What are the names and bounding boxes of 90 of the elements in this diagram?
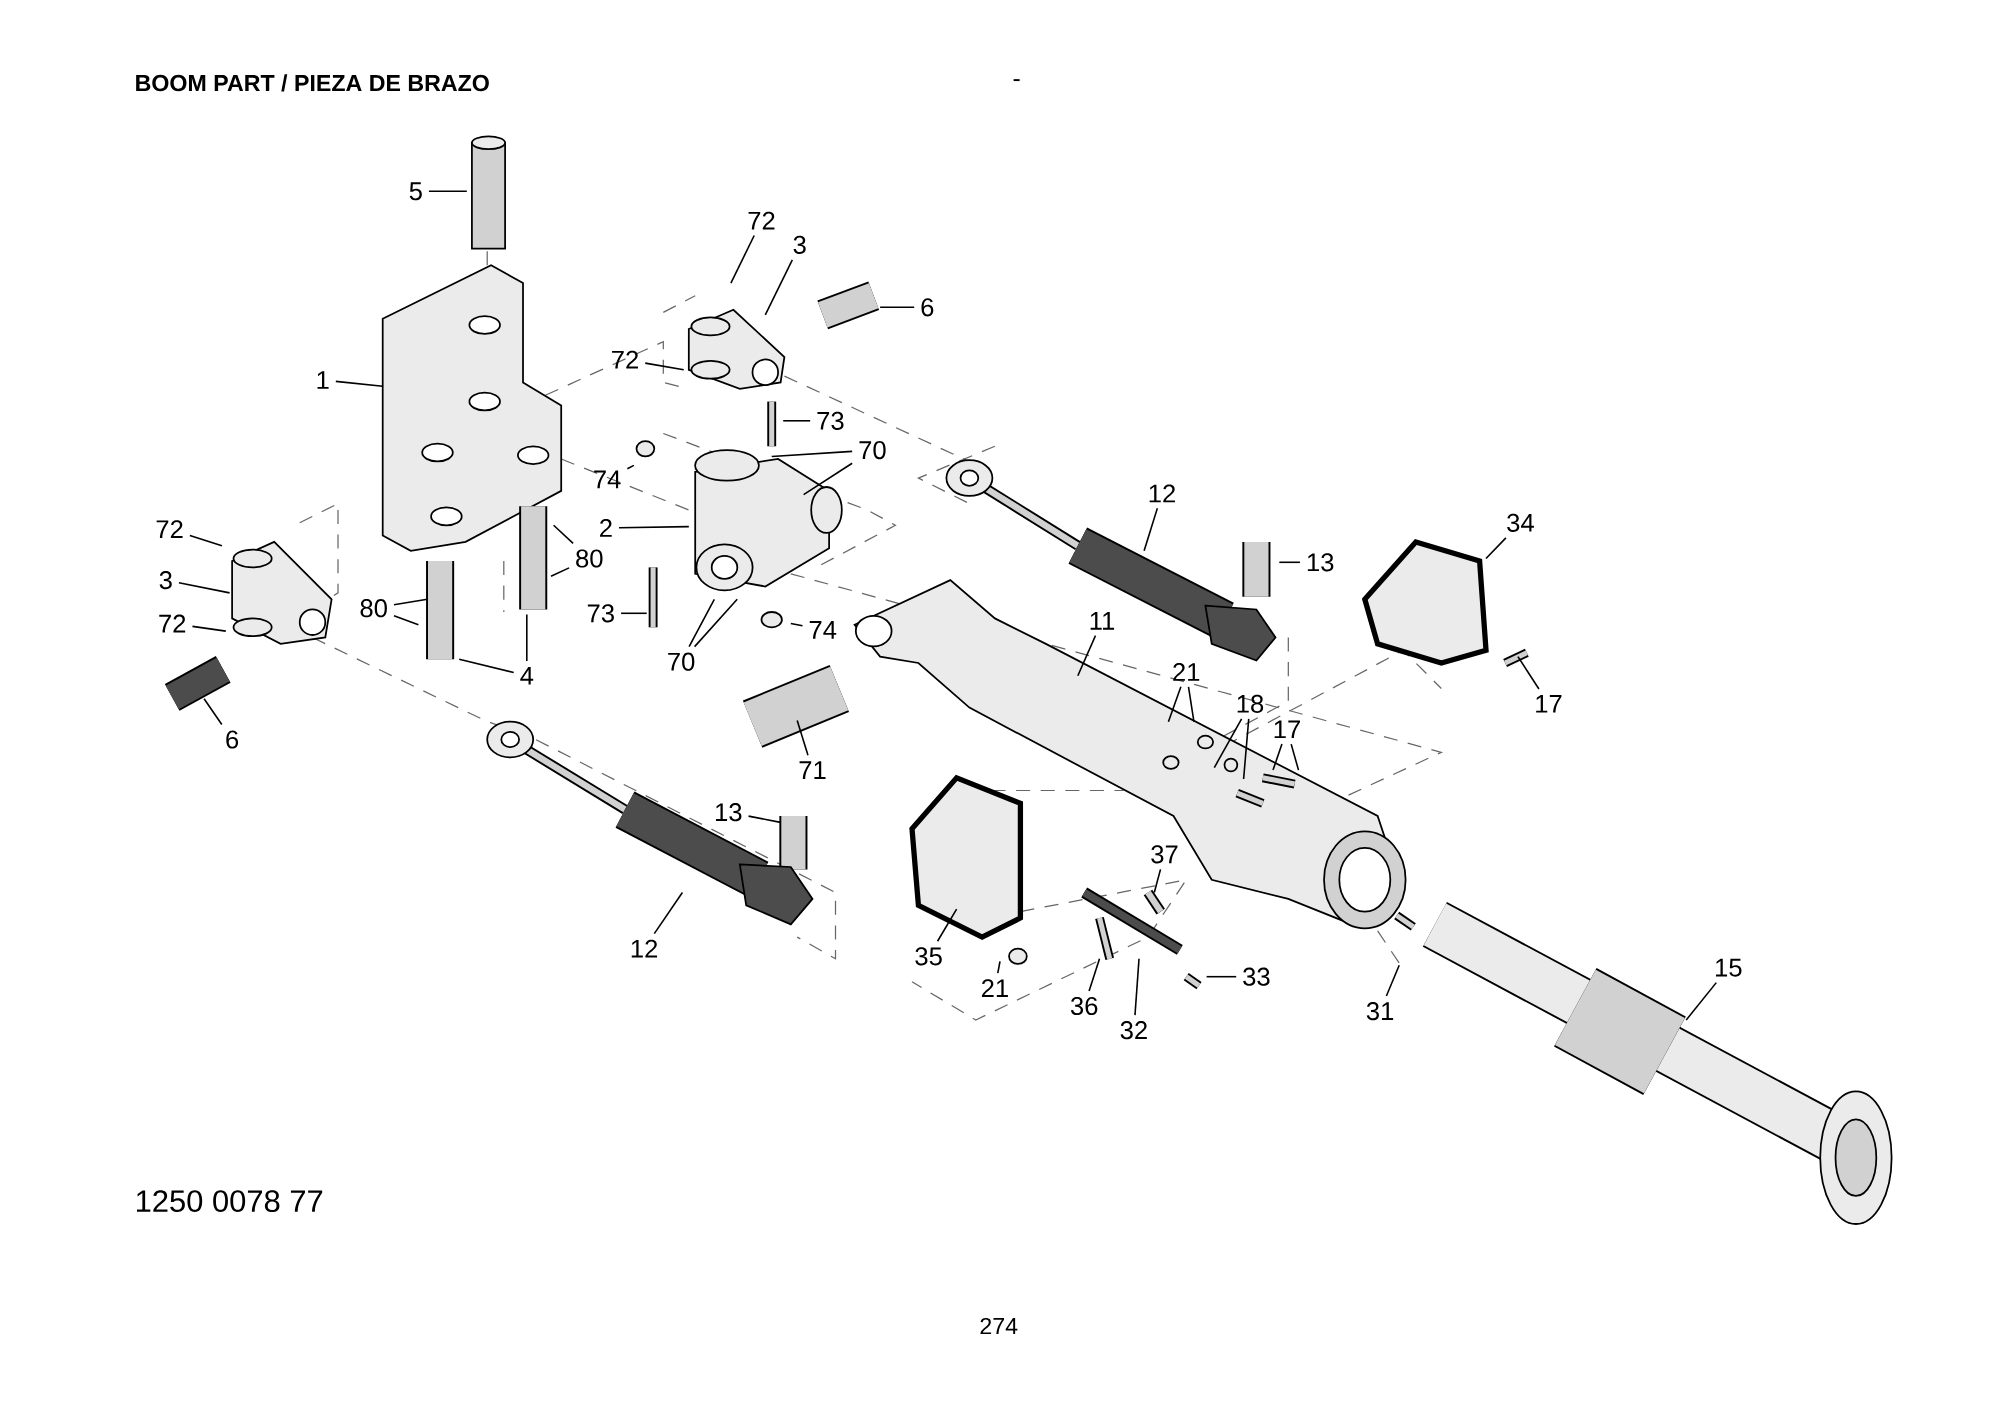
callout-number: 21 xyxy=(1173,662,1200,681)
callout-number: 72 xyxy=(159,614,186,633)
leader-line xyxy=(393,598,429,606)
leader-line xyxy=(693,598,738,648)
leader-line xyxy=(1278,561,1301,564)
callout-number: 13 xyxy=(715,803,742,822)
leader-line xyxy=(1385,964,1400,997)
leader-line xyxy=(1167,686,1182,723)
callout-number: 72 xyxy=(156,520,183,539)
callout-number: 15 xyxy=(1716,958,1742,977)
leader-line xyxy=(1290,743,1300,771)
leader-line xyxy=(782,420,811,422)
leader-line xyxy=(1153,868,1162,894)
leader-line xyxy=(191,625,227,632)
callout-number: 21 xyxy=(981,979,1008,998)
leader-line xyxy=(626,464,635,470)
leader-line xyxy=(1134,958,1140,1016)
dash-mark: - xyxy=(1013,79,1020,82)
callout-number: 3 xyxy=(159,571,172,590)
leader-line xyxy=(644,362,685,371)
leader-line xyxy=(1205,975,1237,978)
leader-line xyxy=(1077,634,1097,677)
callout-number: 73 xyxy=(587,604,614,623)
leader-line xyxy=(203,697,223,726)
leader-line xyxy=(764,259,794,316)
leader-line xyxy=(730,234,755,284)
callout-number: 17 xyxy=(1536,695,1562,713)
callout-number: 36 xyxy=(1070,996,1098,1016)
callout-number: 3 xyxy=(793,235,806,254)
leader-line xyxy=(1272,743,1283,771)
callout-number: 71 xyxy=(799,761,826,779)
callout-number: 70 xyxy=(859,441,886,460)
leader-line xyxy=(1213,718,1243,769)
callout-number: 35 xyxy=(915,947,942,966)
callout-number: 13 xyxy=(1307,553,1334,572)
leader-line xyxy=(997,960,1001,974)
callout-number: 12 xyxy=(1149,484,1175,503)
callout-number: 72 xyxy=(748,211,775,230)
leader-line xyxy=(1187,686,1195,723)
callout-number: 74 xyxy=(809,621,837,639)
callout-number: 6 xyxy=(226,730,239,749)
callout-number: 11 xyxy=(1090,612,1115,630)
callout-number: 74 xyxy=(594,470,621,489)
leader-line xyxy=(1517,655,1540,690)
leader-line xyxy=(1088,958,1101,992)
leader-line xyxy=(653,891,684,935)
leader-line xyxy=(189,534,223,547)
leader-line xyxy=(1242,718,1250,780)
callout-number: 32 xyxy=(1120,1021,1147,1040)
leader-line xyxy=(1685,981,1718,1021)
leader-line xyxy=(620,612,648,615)
callout-number: 70 xyxy=(668,652,695,671)
leader-line xyxy=(1143,507,1159,552)
leader-line xyxy=(178,581,231,594)
callout-number: 34 xyxy=(1507,513,1534,532)
callout-number: 5 xyxy=(409,182,422,201)
leader-line xyxy=(458,658,515,674)
title: BOOM PART / PIEZA DE BRAZO xyxy=(136,74,489,92)
leader-line xyxy=(796,719,809,757)
callout-number: 6 xyxy=(921,298,934,317)
leader-line xyxy=(552,524,574,545)
callout-number: 73 xyxy=(817,411,844,430)
callout-number: 2 xyxy=(600,518,612,537)
leader-line xyxy=(526,613,528,662)
leader-line xyxy=(747,815,782,824)
callout-number: 80 xyxy=(360,599,387,618)
callout-number: 12 xyxy=(631,939,658,958)
leader-line xyxy=(1485,537,1507,560)
callout-number: 37 xyxy=(1151,845,1178,864)
leader-line xyxy=(428,190,468,193)
leader-line xyxy=(770,450,853,458)
callout-number: 33 xyxy=(1243,967,1270,986)
leader-line xyxy=(335,380,384,388)
callout-number: 17 xyxy=(1274,720,1300,739)
callout-number: 18 xyxy=(1237,694,1264,713)
leader-line xyxy=(393,614,420,626)
leader-line xyxy=(688,598,716,648)
leader-line xyxy=(618,525,690,529)
leader-line xyxy=(879,306,915,309)
leader-line xyxy=(936,908,958,943)
leader-line xyxy=(550,567,570,578)
callout-number: 72 xyxy=(612,350,638,369)
callout-number: 80 xyxy=(576,549,603,568)
callout-number: 4 xyxy=(520,667,534,685)
leader-line xyxy=(802,462,853,496)
leader-line xyxy=(790,622,804,627)
page-number: 274 xyxy=(980,1317,1018,1335)
callout-number: 1 xyxy=(317,371,329,389)
part-number: 1250 0078 77 xyxy=(137,1190,323,1212)
callout-number: 31 xyxy=(1366,1002,1394,1021)
